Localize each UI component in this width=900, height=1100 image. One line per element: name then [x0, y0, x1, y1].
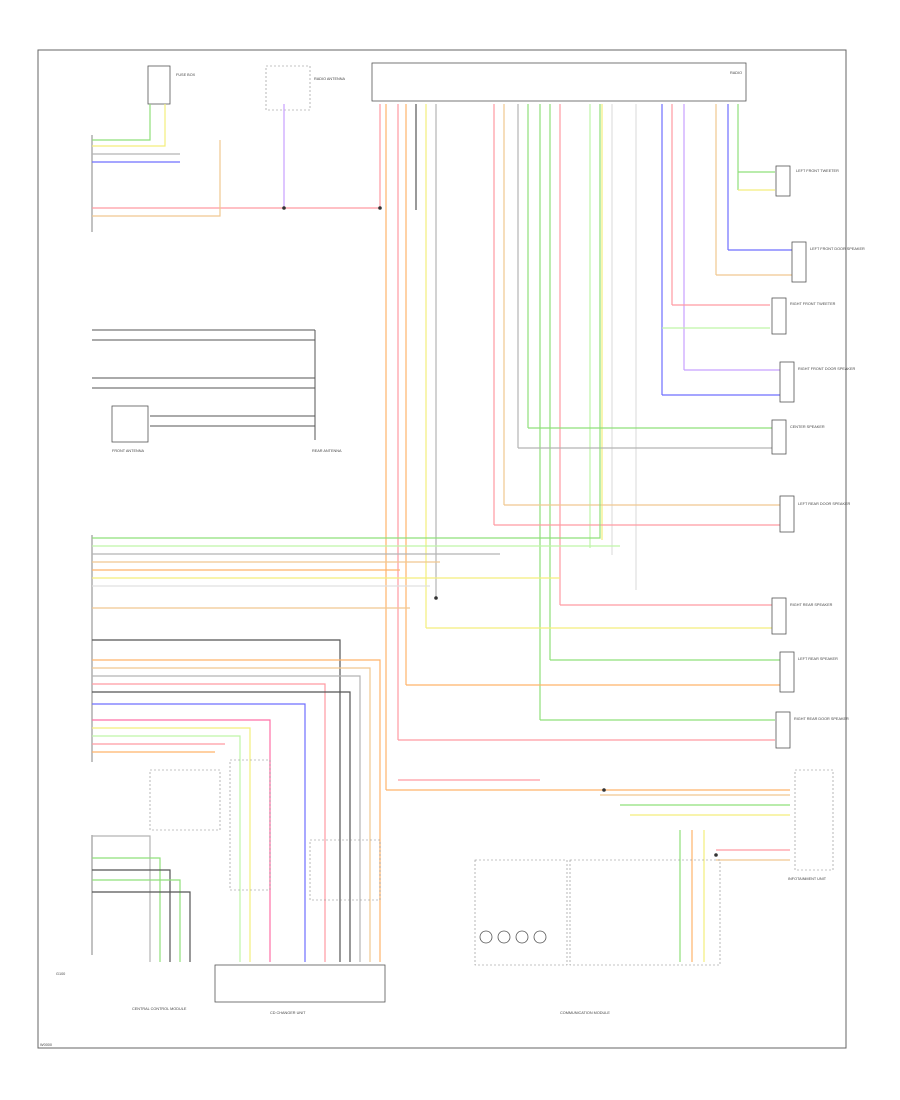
radio-label: RADIO	[730, 71, 742, 75]
left-front-tweeter: LEFT FRONT TWEETER	[775, 165, 839, 197]
control-module-label: CENTRAL CONTROL MODULE	[132, 1007, 187, 1011]
radio-antenna: RADIO ANTENNA	[265, 65, 345, 111]
rf-tweeter-label: RIGHT FRONT TWEETER	[790, 302, 836, 306]
lr-door-label: LEFT REAR DOOR SPEAKER	[798, 502, 851, 506]
diagram-code: W0000	[40, 1043, 52, 1047]
left-middle-wires	[92, 104, 620, 962]
diagram-frame	[37, 49, 847, 1049]
right-front-tweeter: RIGHT FRONT TWEETER	[771, 297, 836, 335]
radio-block: RADIO	[371, 62, 747, 102]
cd-changer-unit: CD CHANGER UNIT	[214, 964, 386, 1015]
infotainment-unit: INFOTAINMENT UNIT	[788, 769, 834, 881]
left-front-door-speaker: LEFT FRONT DOOR SPEAKER	[791, 241, 865, 283]
right-rear-speaker: RIGHT REAR SPEAKER	[771, 597, 833, 635]
front-antenna-label: FRONT ANTENNA	[112, 449, 144, 453]
ground-label: G100	[56, 972, 65, 976]
front-antenna: FRONT ANTENNA	[111, 405, 149, 453]
infotainment-label: INFOTAINMENT UNIT	[788, 877, 827, 881]
fuse-box-label: FUSE BOX	[176, 73, 196, 77]
left-rear-speaker: LEFT REAR SPEAKER	[779, 651, 838, 693]
rear-antenna: REAR ANTENNA	[312, 449, 342, 453]
speaker-harness-left	[92, 329, 316, 440]
left-rear-door-speaker: LEFT REAR DOOR SPEAKER	[779, 495, 851, 533]
top-left-wires	[92, 104, 381, 217]
center-speaker: CENTER SPEAKER	[771, 419, 825, 455]
lf-door-label: LEFT FRONT DOOR SPEAKER	[810, 247, 865, 251]
right-front-door-speaker: RIGHT FRONT DOOR SPEAKER	[779, 361, 856, 403]
right-rear-door-speaker: RIGHT REAR DOOR SPEAKER	[775, 711, 849, 749]
communication-module: COMMUNICATION MODULE	[474, 859, 721, 1015]
radio-vertical-wires	[385, 104, 739, 790]
lr-label: LEFT REAR SPEAKER	[798, 657, 838, 661]
lf-tweeter-label: LEFT FRONT TWEETER	[796, 169, 839, 173]
fuse-box: FUSE BOX	[147, 65, 196, 105]
rr-door-label: RIGHT REAR DOOR SPEAKER	[794, 717, 849, 721]
comm-module-label: COMMUNICATION MODULE	[560, 1011, 610, 1015]
cd-changer-label: CD CHANGER UNIT	[270, 1011, 306, 1015]
radio-antenna-label: RADIO ANTENNA	[314, 77, 345, 81]
rf-door-label: RIGHT FRONT DOOR SPEAKER	[798, 367, 856, 371]
center-label: CENTER SPEAKER	[790, 425, 825, 429]
central-control-module: CENTRAL CONTROL MODULE	[132, 1007, 187, 1011]
right-speaker-wires	[398, 171, 792, 741]
splice-points	[282, 206, 718, 857]
rr-label: RIGHT REAR SPEAKER	[790, 603, 833, 607]
control-module-harness	[149, 759, 381, 901]
rear-antenna-label: REAR ANTENNA	[312, 449, 342, 453]
bottom-wires	[92, 779, 790, 962]
speakers-right: LEFT FRONT TWEETER LEFT FRONT DOOR SPEAK…	[771, 165, 865, 749]
